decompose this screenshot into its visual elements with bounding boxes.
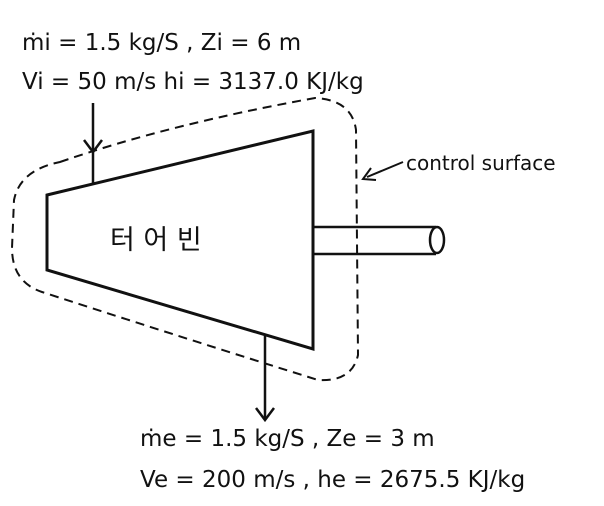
exit-conditions-line1: ṁe = 1.5 kg/S , Ze = 3 m <box>140 426 435 452</box>
turbine-label: 터 어 빈 <box>110 225 202 256</box>
inlet-conditions-line1: ṁi = 1.5 kg/S , Zi = 6 m <box>22 30 301 56</box>
turbine-shaft <box>313 225 446 256</box>
inlet-arrow <box>83 103 103 184</box>
control-surface-label: control surface <box>406 151 556 175</box>
exit-conditions-line2: Ve = 200 m/s , he = 2675.5 KJ/kg <box>140 467 525 493</box>
turbine-body <box>45 129 315 352</box>
inlet-conditions-line2: Vi = 50 m/s hi = 3137.0 KJ/kg <box>22 69 364 95</box>
control-surface-leader <box>361 161 404 181</box>
exit-arrow <box>255 336 275 423</box>
